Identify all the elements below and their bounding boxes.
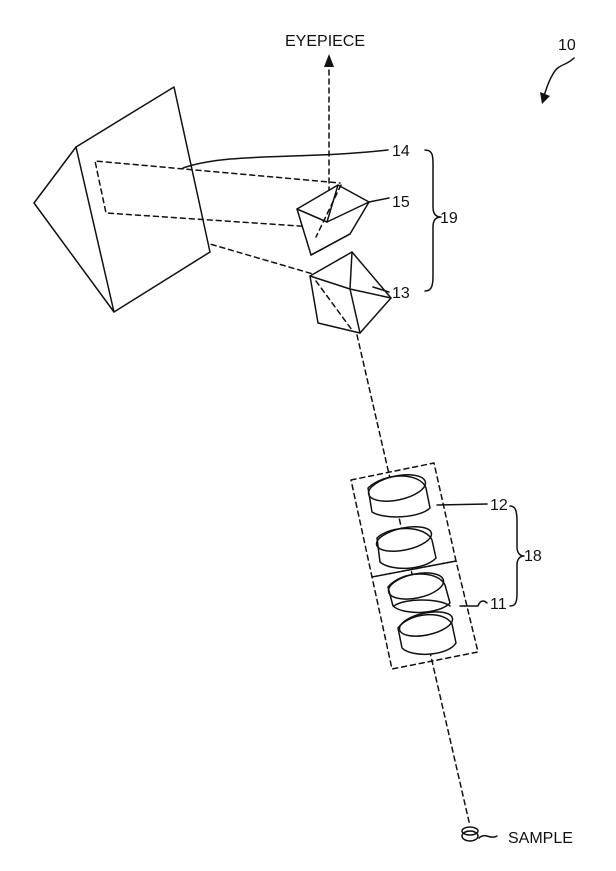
- lens-group-11: [387, 572, 457, 656]
- ref-10-arrow-icon: [540, 57, 575, 104]
- leader-14: [182, 149, 389, 169]
- prism-15: [296, 184, 370, 256]
- ref-11-label: 11: [490, 596, 507, 613]
- leader-15: [368, 197, 390, 203]
- ref-14-label: 14: [392, 143, 410, 160]
- ref-18-label: 18: [524, 548, 542, 565]
- ref-10-label: 10: [558, 37, 576, 54]
- leader-12: [436, 503, 488, 506]
- beam-path-prisms: [315, 184, 353, 331]
- leader-13: [372, 286, 390, 293]
- ref-12-label: 12: [490, 497, 508, 514]
- ref-19-label: 19: [440, 210, 458, 227]
- ref-15-label: 15: [392, 194, 410, 211]
- sample-label: SAMPLE: [508, 830, 573, 847]
- lens-group-12: [367, 474, 437, 570]
- lens-housing: [350, 462, 479, 670]
- brace-18: [509, 505, 525, 607]
- ref-13-label: 13: [392, 285, 410, 302]
- brace-19: [424, 149, 442, 292]
- sample-object: [461, 826, 498, 842]
- eyepiece-arrow-icon: [324, 54, 334, 67]
- eyepiece-label: EYEPIECE: [285, 33, 365, 50]
- large-prism: [33, 86, 211, 313]
- leader-11: [459, 600, 488, 607]
- prism-13: [309, 251, 392, 334]
